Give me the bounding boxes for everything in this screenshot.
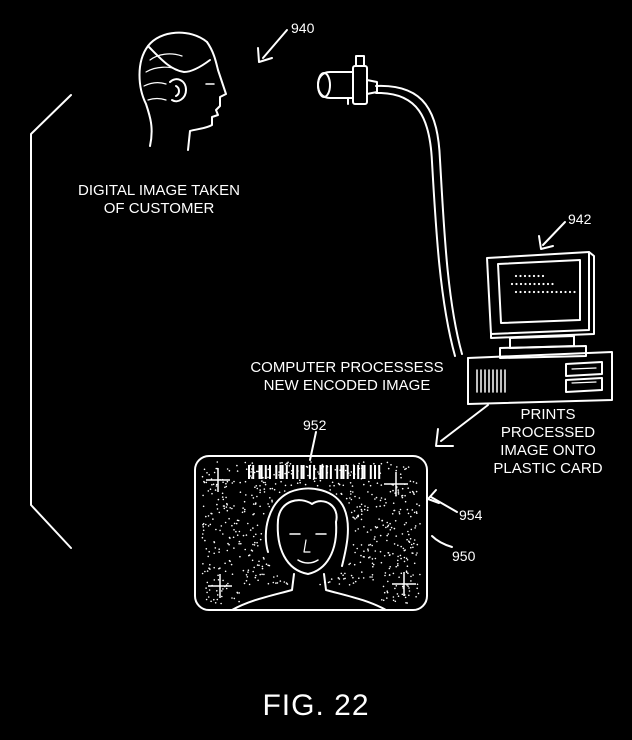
ref-950: 950 [452, 548, 475, 564]
ref-952: 952 [303, 417, 326, 433]
registration-marks [206, 468, 416, 598]
label-computer-line1: COMPUTER PROCESSESS [236, 359, 458, 377]
arrow-computer-to-card [441, 405, 488, 441]
label-digital-image: DIGITAL IMAGE TAKEN OF CUSTOMER [63, 182, 255, 218]
ref-940: 940 [291, 20, 314, 36]
arrow-954 [431, 497, 457, 512]
label-digital-image-line2: OF CUSTOMER [63, 200, 255, 218]
label-prints-line1: PRINTS [486, 406, 610, 424]
figure-caption: FIG. 22 [0, 688, 632, 724]
card-stipple-pattern [202, 461, 421, 604]
label-computer-line2: NEW ENCODED IMAGE [236, 377, 458, 395]
card-portrait [232, 489, 386, 610]
ref-954: 954 [459, 507, 482, 523]
plastic-card [195, 456, 427, 610]
label-digital-image-line1: DIGITAL IMAGE TAKEN [63, 182, 255, 200]
label-prints-line2: PROCESSED [486, 424, 610, 442]
left-bracket [31, 95, 71, 548]
customer-head-illustration [140, 33, 227, 150]
speaker-grille [477, 370, 505, 392]
label-computer: COMPUTER PROCESSESS NEW ENCODED IMAGE [236, 359, 458, 395]
ref-942: 942 [568, 211, 591, 227]
arrow-940 [263, 30, 287, 58]
camera-cable [376, 86, 462, 354]
label-prints-line4: PLASTIC CARD [486, 460, 610, 478]
leader-950 [432, 536, 452, 547]
label-prints: PRINTS PROCESSED IMAGE ONTO PLASTIC CARD [486, 406, 610, 478]
label-prints-line3: IMAGE ONTO [486, 442, 610, 460]
arrow-942 [543, 222, 565, 245]
camera-icon [318, 56, 377, 104]
screen-text-dots [511, 275, 576, 293]
